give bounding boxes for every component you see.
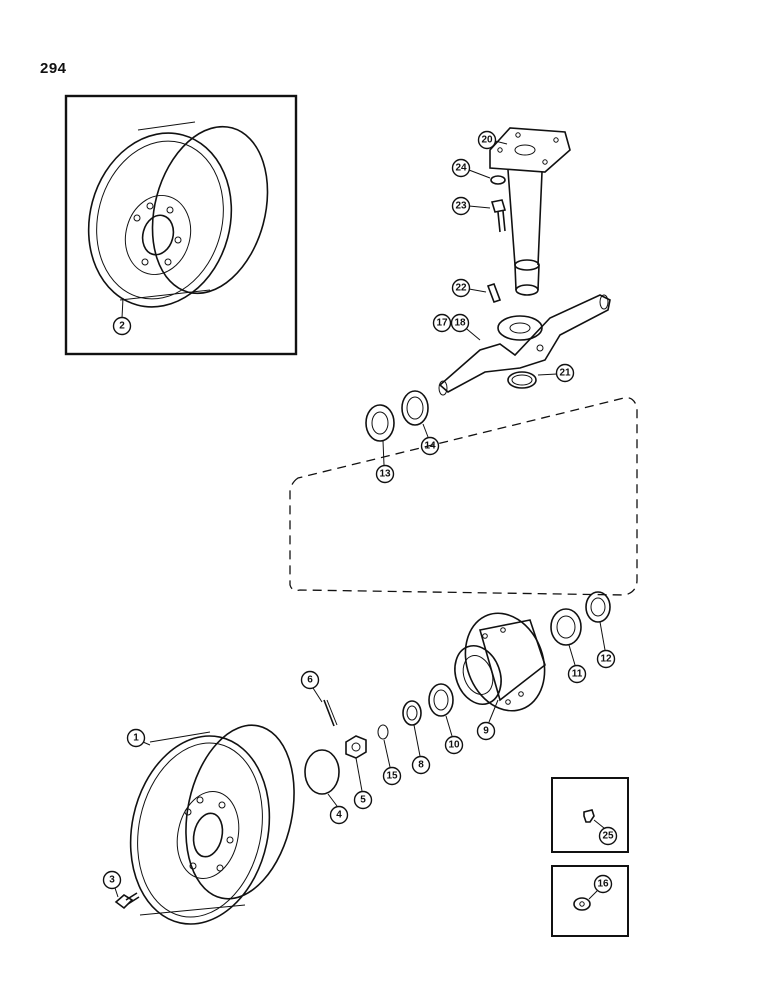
callout-16: 16 (593, 874, 613, 894)
callout-21: 21 (555, 363, 575, 383)
washer-15 (377, 724, 389, 740)
ring-21 (507, 371, 537, 389)
inset-wheel-box: 2 (64, 94, 298, 356)
bearing-cone-8 (402, 700, 422, 726)
svg-text:17: 17 (436, 318, 448, 329)
svg-text:11: 11 (572, 669, 583, 680)
bolt-23 (490, 199, 507, 233)
callout-1: 1 (126, 728, 146, 748)
svg-text:3: 3 (109, 875, 115, 886)
svg-text:21: 21 (559, 368, 571, 379)
svg-text:23: 23 (455, 201, 467, 212)
svg-text:13: 13 (379, 469, 391, 480)
callout-6: 6 (300, 670, 320, 690)
callout-12: 12 (596, 649, 616, 669)
svg-text:10: 10 (448, 740, 460, 751)
svg-text:8: 8 (418, 760, 424, 771)
bearing-cone-12 (585, 591, 611, 623)
svg-text:15: 15 (386, 771, 398, 782)
axle-knuckle-17-18 (438, 294, 611, 396)
wheel-bolt-3 (114, 892, 140, 910)
svg-text:6: 6 (307, 675, 313, 686)
svg-text:25: 25 (602, 831, 614, 842)
callout-20: 20 (477, 130, 497, 150)
callout-13: 13 (375, 464, 395, 484)
callout-3: 3 (102, 870, 122, 890)
svg-text:9: 9 (483, 726, 489, 737)
svg-text:4: 4 (336, 810, 342, 821)
seal-13 (365, 404, 395, 442)
page-number: 294 (40, 60, 67, 77)
callout-25: 25 (598, 826, 618, 846)
svg-text:1: 1 (133, 733, 139, 744)
svg-text:24: 24 (455, 163, 467, 174)
callout-17: 17 (432, 313, 452, 333)
callout-8: 8 (411, 755, 431, 775)
svg-text:16: 16 (597, 879, 609, 890)
key-22 (486, 282, 502, 304)
callout-2: 2 (112, 316, 132, 336)
wheel-rim-inset (87, 121, 269, 308)
callout-22: 22 (451, 278, 471, 298)
callout-5: 5 (353, 790, 373, 810)
callout-4: 4 (329, 805, 349, 825)
callout-23: 23 (451, 196, 471, 216)
callout-10: 10 (444, 735, 464, 755)
inset-box-16: 16 (551, 865, 629, 937)
callout-15: 15 (382, 766, 402, 786)
svg-text:12: 12 (600, 654, 612, 665)
dashed-assembly-outline (289, 397, 638, 596)
spindle-20 (489, 127, 571, 296)
callout-9: 9 (476, 721, 496, 741)
inset-box-25: 25 (551, 777, 629, 853)
svg-text:5: 5 (360, 795, 366, 806)
bearing-cup-11 (550, 608, 582, 646)
washer-24 (490, 175, 506, 185)
seal-14 (401, 390, 429, 426)
svg-text:2: 2 (119, 321, 125, 332)
bearing-cup-10 (428, 683, 454, 717)
wheel-rim-1 (129, 724, 295, 925)
callout-18: 18 (450, 313, 470, 333)
callout-24: 24 (451, 158, 471, 178)
svg-text:22: 22 (455, 283, 467, 294)
svg-text:20: 20 (481, 135, 493, 146)
castle-nut-5 (345, 735, 367, 759)
callout-11: 11 (567, 664, 587, 684)
svg-text:18: 18 (454, 318, 466, 329)
cotter-pin-6 (323, 699, 338, 727)
hub-9 (454, 612, 546, 712)
hub-cap-4 (304, 749, 340, 795)
